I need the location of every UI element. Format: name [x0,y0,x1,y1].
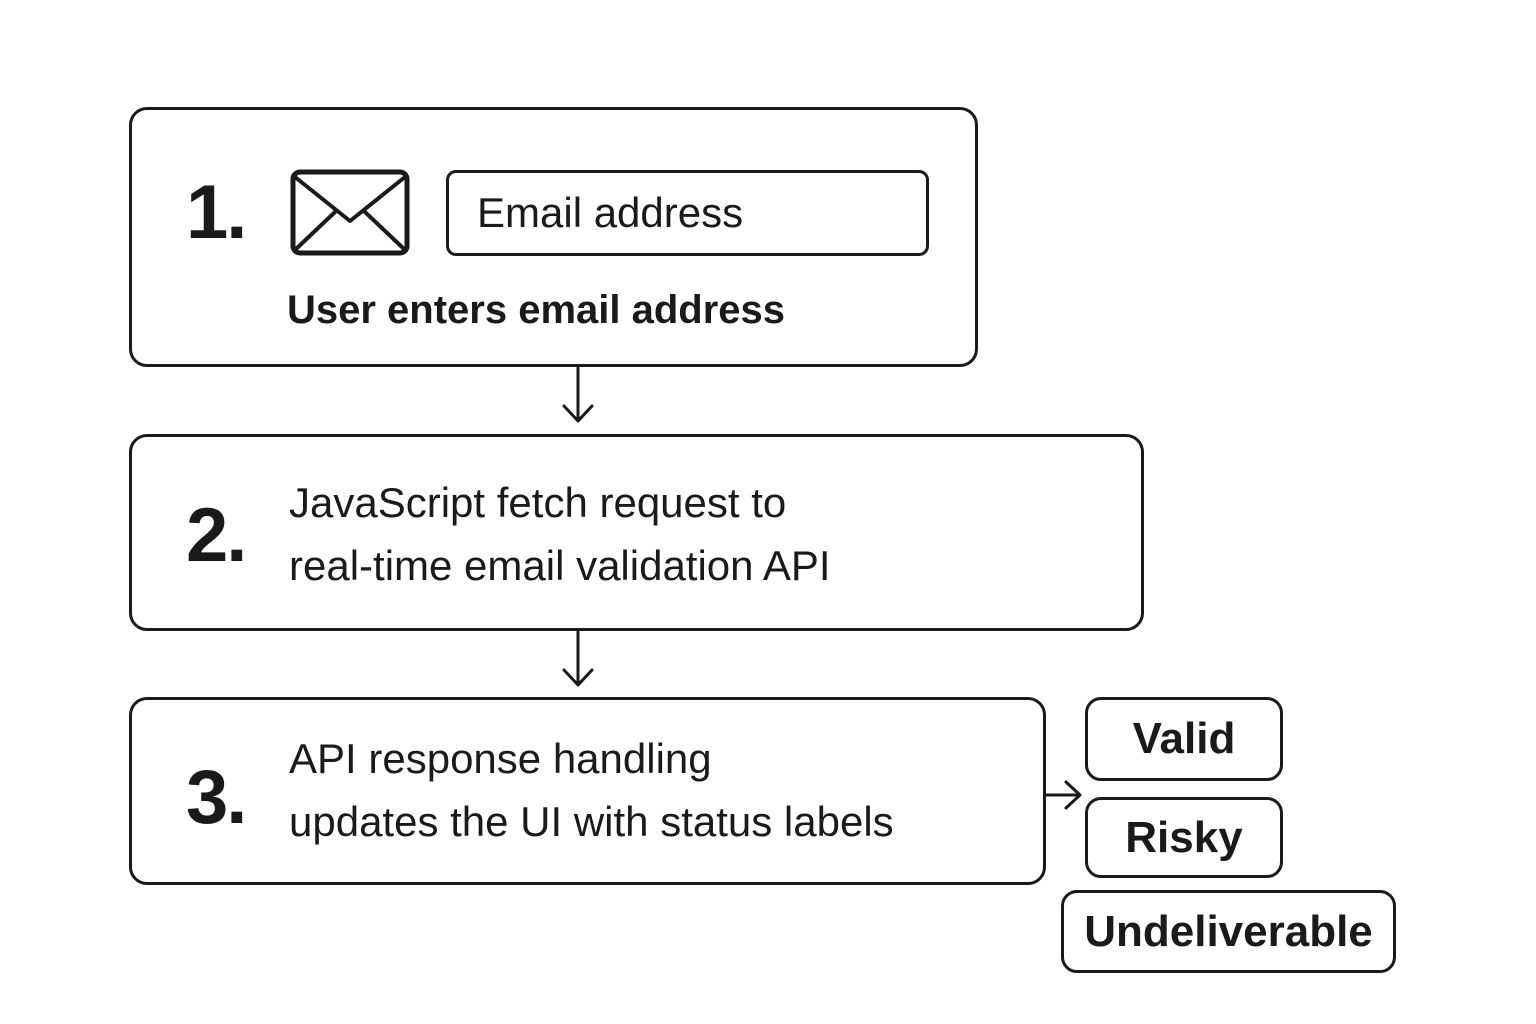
arrow-step1-to-step2 [562,366,594,423]
arrow-step3-to-status [1044,780,1082,810]
step-2-line-1: JavaScript fetch request to [289,479,787,526]
step-1-number: 1. [186,170,247,255]
step-3-number: 3. [186,755,247,840]
arrow-step2-to-step3 [562,630,594,687]
status-label-risky: Risky [1085,797,1283,878]
step-2-text: JavaScript fetch request to real-time em… [289,471,831,597]
email-input[interactable]: Email address [446,170,929,256]
status-label-valid: Valid [1085,697,1283,781]
email-input-placeholder: Email address [477,189,744,236]
step-3-text: API response handling updates the UI wit… [289,727,894,853]
step-2-number: 2. [186,493,247,578]
step-3-box [129,697,1046,885]
step-3-line-1: API response handling [289,735,712,782]
step-3-line-2: updates the UI with status labels [289,798,894,845]
envelope-icon [290,169,410,256]
status-label-undeliverable: Undeliverable [1061,890,1396,973]
step-1-caption: User enters email address [287,288,786,332]
step-2-line-2: real-time email validation API [289,542,831,589]
step-2-box [129,434,1144,631]
